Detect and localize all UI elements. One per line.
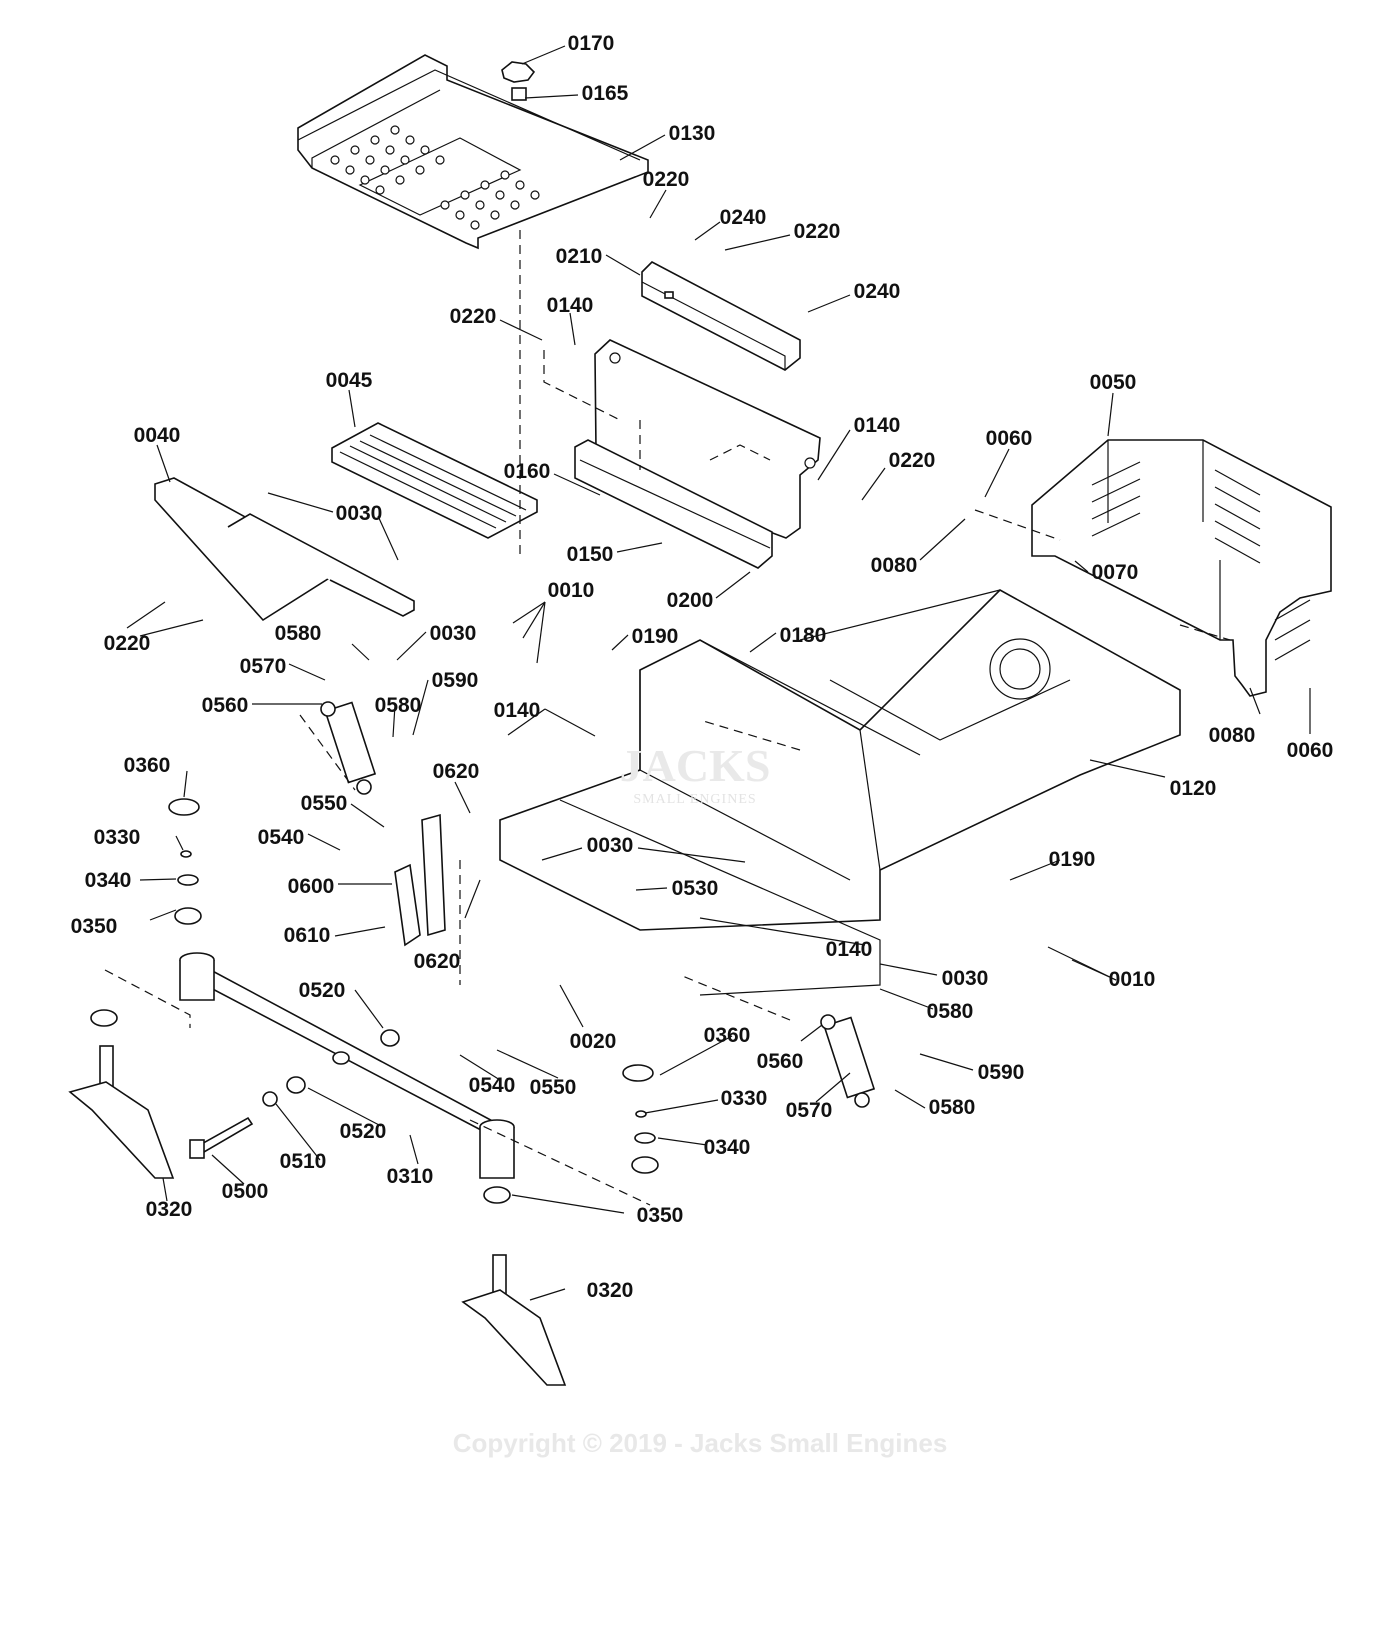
- leader-lines: [126, 45, 1311, 1301]
- callout-0140-center: 0140: [494, 699, 541, 722]
- callout-0120: 0120: [1170, 777, 1217, 800]
- callout-0140-top: 0140: [547, 294, 594, 317]
- callout-0045: 0045: [326, 369, 373, 392]
- callout-0220-top: 0220: [643, 168, 690, 191]
- callout-0060-top: 0060: [986, 427, 1033, 450]
- callout-0240-top: 0240: [720, 206, 767, 229]
- footrest-plate-0130: [297, 54, 649, 250]
- callout-0220-panel: 0220: [450, 305, 497, 328]
- callout-0520-bottom: 0520: [340, 1120, 387, 1143]
- copyright-notice: Copyright © 2019 - Jacks Small Engines: [452, 1428, 948, 1458]
- callout-0020: 0020: [570, 1030, 617, 1053]
- callout-0340-left: 0340: [85, 869, 132, 892]
- callout-0130: 0130: [669, 122, 716, 145]
- callout-0540-bottom: 0540: [469, 1074, 516, 1097]
- callout-0240-right: 0240: [854, 280, 901, 303]
- callout-0080-right: 0080: [1209, 724, 1256, 747]
- callout-0140-bottom: 0140: [826, 938, 873, 961]
- callout-0330-left: 0330: [94, 826, 141, 849]
- bracket-0210: [641, 261, 801, 371]
- side-panel-0040: [154, 477, 415, 622]
- bearings-and-washers: [90, 798, 659, 1204]
- callout-0530: 0530: [672, 877, 719, 900]
- callout-0620-bottom: 0620: [414, 950, 461, 973]
- callout-0550-left: 0550: [301, 792, 348, 815]
- callout-0580-left-top: 0580: [275, 622, 322, 645]
- callout-0350-right: 0350: [637, 1204, 684, 1227]
- shock-0570-left: [320, 701, 377, 795]
- callout-0170: 0170: [568, 32, 615, 55]
- callout-0540-left: 0540: [258, 826, 305, 849]
- callout-0040: 0040: [134, 424, 181, 447]
- callout-0570-right: 0570: [786, 1099, 833, 1122]
- pivot-bracket-0600: [394, 813, 446, 947]
- callout-0210: 0210: [556, 245, 603, 268]
- callout-0580-right-top: 0580: [927, 1000, 974, 1023]
- callout-0320-left: 0320: [146, 1198, 193, 1221]
- callout-labels: 0170 0165 0130 0220 0240 0220 0210 0240 …: [71, 32, 1334, 1302]
- callout-0030-left: 0030: [430, 622, 477, 645]
- jacks-watermark-logo: JACKS SMALL ENGINES: [600, 740, 790, 850]
- callout-0310: 0310: [387, 1165, 434, 1188]
- callout-0590-right: 0590: [978, 1061, 1025, 1084]
- callout-0030-right: 0030: [942, 967, 989, 990]
- callout-0550-bottom: 0550: [530, 1076, 577, 1099]
- callout-0220-bracket: 0220: [794, 220, 841, 243]
- callout-0010-top: 0010: [548, 579, 595, 602]
- callout-0140-panel: 0140: [854, 414, 901, 437]
- guard-0050: [1031, 439, 1332, 697]
- callout-0165: 0165: [582, 82, 629, 105]
- callout-0560-left: 0560: [202, 694, 249, 717]
- callout-0620-top: 0620: [433, 760, 480, 783]
- callout-0500: 0500: [222, 1180, 269, 1203]
- callout-0050: 0050: [1090, 371, 1137, 394]
- callout-0520-top: 0520: [299, 979, 346, 1002]
- assembly-lines: [104, 230, 1231, 1206]
- callout-0610: 0610: [284, 924, 331, 947]
- spindle-0320-left: [68, 1045, 175, 1179]
- watermark-subtitle: SMALL ENGINES: [633, 792, 757, 807]
- callout-0360-right: 0360: [704, 1024, 751, 1047]
- watermark-brand: JACKS: [619, 740, 771, 791]
- callout-0160: 0160: [504, 460, 551, 483]
- main-frame-0180: [499, 589, 1181, 996]
- callout-0080-top: 0080: [871, 554, 918, 577]
- callout-0220-side: 0220: [104, 632, 151, 655]
- callout-0600: 0600: [288, 875, 335, 898]
- callout-0510: 0510: [280, 1150, 327, 1173]
- callout-0060-right: 0060: [1287, 739, 1334, 762]
- callout-0360-left: 0360: [124, 754, 171, 777]
- callout-0030-side: 0030: [336, 502, 383, 525]
- callout-0150: 0150: [567, 543, 614, 566]
- callout-0580-left-bottom: 0580: [375, 694, 422, 717]
- callout-0330-right: 0330: [721, 1087, 768, 1110]
- callout-0180: 0180: [780, 624, 827, 647]
- spindle-0320-right: [461, 1254, 567, 1386]
- panel-0200: [574, 339, 821, 569]
- knob-0170: [501, 61, 536, 101]
- treadplate-0045: [331, 422, 538, 539]
- callout-0070: 0070: [1092, 561, 1139, 584]
- callout-0350-left: 0350: [71, 915, 118, 938]
- callout-0010-right: 0010: [1109, 968, 1156, 991]
- shock-0570-right: [820, 1014, 876, 1108]
- callout-0190-top: 0190: [632, 625, 679, 648]
- front-axle-0310: [179, 952, 515, 1179]
- callout-0560-right: 0560: [757, 1050, 804, 1073]
- callout-0590-left: 0590: [432, 669, 479, 692]
- callout-0200: 0200: [667, 589, 714, 612]
- callout-0570-left: 0570: [240, 655, 287, 678]
- callout-0580-right-bottom: 0580: [929, 1096, 976, 1119]
- callout-0190-right: 0190: [1049, 848, 1096, 871]
- callout-0340-right: 0340: [704, 1136, 751, 1159]
- callout-0220-panel-right: 0220: [889, 449, 936, 472]
- callout-0320-right: 0320: [587, 1279, 634, 1302]
- bolt-0500: [189, 1116, 254, 1159]
- callout-0030-center: 0030: [587, 834, 634, 857]
